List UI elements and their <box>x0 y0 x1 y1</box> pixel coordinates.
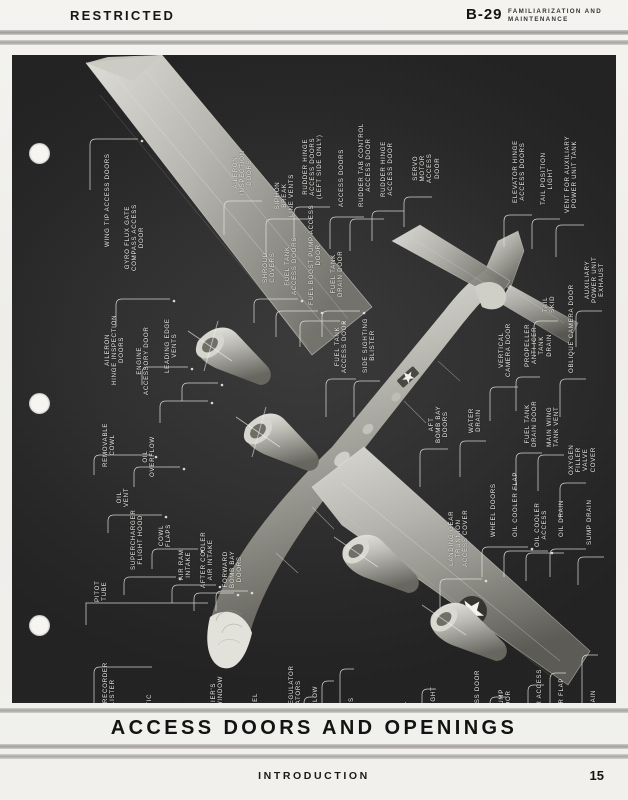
callout-oblique-camera-door: OBLIQUE CAMERA DOOR <box>568 284 575 373</box>
callout-leading-edge-vents: LEADING EDGE VENTS <box>164 318 179 373</box>
callout-engine-accessory-door: ENGINE ACCESSORY DOOR <box>136 326 151 395</box>
callout-oil-cooler-access-lower: OIL COOLER ACCESS <box>536 669 543 703</box>
binder-hole-punch <box>29 615 50 636</box>
callout-removable-cowl: REMOVABLE COWL <box>102 422 117 467</box>
callout-aileron-hinge-inspection-doors: AILERON HINGE INSPECTION DOORS <box>104 314 126 385</box>
callout-aft-bomb-bay-doors: AFT BOMB BAY DOORS <box>428 405 450 443</box>
manual-title-label: FAMILIARIZATION AND MAINTENANCE <box>508 8 603 23</box>
callout-drift-flare-chute: DRIFT FLARE CHUTE <box>164 702 186 703</box>
callout-fuel-tank-drain-door-left: FUEL TANK DRAIN DOOR <box>330 250 345 297</box>
callout-bombardiers-sighting-window: BOMBARDIER'S SIGHTING WINDOW <box>210 676 224 703</box>
header-rule-lower <box>0 40 628 45</box>
callout-fuel-tank-access-doors: FUEL TANK ACCESS DOORS <box>284 236 299 295</box>
header-rule-upper <box>0 30 628 35</box>
binder-hole-punch <box>29 143 50 164</box>
callout-sump-drain: SUMP DRAIN <box>586 499 593 545</box>
callout-oil-cooler-flap-upper: OIL COOLER FLAP <box>512 471 519 537</box>
callout-wheel-doors: WHEEL DOORS <box>490 483 497 537</box>
callout-oil-vent-left: OIL VENT <box>116 487 131 507</box>
callout-main-wing-tank-vent: MAIN WING TANK VENT <box>546 406 561 448</box>
callout-fuel-tank-drain-door-right: FUEL TANK DRAIN DOOR <box>524 400 539 447</box>
callout-fuel-tank-access-door-center: FUEL TANK ACCESS DOOR <box>334 319 349 373</box>
callout-access-doors-top: ACCESS DOORS <box>338 148 345 207</box>
callout-air-ram-intake: AIR RAM INTAKE <box>178 549 193 580</box>
callout-landing-gear-trunnion-access: LANDING GEAR TRUNNION ACCESS COVER <box>448 509 470 567</box>
callout-tail-position-light: TAIL POSITION LIGHT <box>540 152 555 205</box>
callout-pitot-tube: PITOT TUBE <box>94 580 109 602</box>
b29-aircraft-illustration <box>12 55 616 703</box>
callout-rudder-hinge-access-door: RUDDER HINGE ACCESS DOOR <box>380 140 395 197</box>
callout-oil-tank-sump-access-door: OIL TANK SUMP ACCESS DOOR <box>498 689 512 703</box>
section-label: INTRODUCTION <box>258 770 370 782</box>
callout-oil-cooler-access-upper: OIL COOLER ACCESS <box>534 502 549 547</box>
callout-drift-recorder-blister: DRIFT RECORDER BLISTER <box>102 662 117 703</box>
callout-forward-bomb-bay-doors: FORWARD BOMB BAY DOORS <box>222 550 244 588</box>
page-number: 15 <box>589 768 604 783</box>
callout-water-drain: WATER DRAIN <box>468 407 483 433</box>
callout-pitot-static-holes: PITOT-STATIC HOLES <box>146 694 160 703</box>
callout-oil-cooler-flap-lower: OIL COOLER FLAP <box>558 678 565 703</box>
callout-vent-for-auxiliary-power-unit-tank: VENT FOR AUXILIARY POWER UNIT TANK <box>564 135 579 213</box>
callout-siphon-break-line-vents: SIPHON BREAK LINE VENTS <box>274 173 296 217</box>
aircraft-model-label: B-29 <box>466 6 503 23</box>
callout-gyro-flux-gate-compass-access: GYRO FLUX GATE COMPASS ACCESS DOOR <box>124 204 146 271</box>
callout-rudder-tab-control-access-door: RUDDER TAB CONTROL ACCESS DOOR <box>358 122 373 207</box>
callout-aileron-inspection-doors: AILERON INSPECTION DOORS <box>232 150 254 195</box>
page-header: RESTRICTED B-29 FAMILIARIZATION AND MAIN… <box>0 0 628 30</box>
callout-wing-tip-access-doors: WING TIP ACCESS DOORS <box>104 153 111 247</box>
classification-marking: RESTRICTED <box>70 8 176 23</box>
callout-oxygen-filler-valve-cover: OXYGEN FILLER VALVE COVER <box>568 444 597 475</box>
callout-side-sighting-blister: SIDE SIGHTING BLISTER <box>362 317 377 373</box>
callout-fuel-boost-pump-access-door: FUEL BOOST PUMP ACCESS DOOR <box>308 204 323 305</box>
callout-auxiliary-power-unit-exhaust: AUXILIARY POWER UNIT EXHAUST <box>584 256 606 303</box>
callout-rudder-hinge-access-doors-left: RUDDER HINGE ACCESS DOORS (LEFT SIDE ONL… <box>302 134 324 199</box>
callout-oil-overflow-lower: OIL OVERFLOW <box>312 686 319 703</box>
callout-landing-light: LANDING LIGHT <box>430 687 437 703</box>
binder-hole-punch <box>29 393 50 414</box>
footer-rule <box>0 754 628 759</box>
callout-elevator-hinge-access-doors: ELEVATOR HINGE ACCESS DOORS <box>512 140 527 203</box>
callout-oil-drain-upper: OIL DRAIN <box>558 500 565 537</box>
figure-photo-panel: WING TIP ACCESS DOORS GYRO FLUX GATE COMP… <box>12 55 616 703</box>
figure-caption: ACCESS DOORS AND OPENINGS <box>110 717 518 739</box>
callout-tail-skid: TAIL SKID <box>542 295 557 313</box>
callout-nose-wheel-door: NOSE WHEEL DOOR <box>252 693 266 703</box>
callout-cowl-flaps: COWL FLAPS <box>158 523 173 547</box>
caption-rule-top <box>0 708 628 713</box>
callout-voltage-regulator-ventilators: VOLTAGE REGULATOR VENTILATORS <box>288 665 302 703</box>
callout-wing-panel-bolt-access-covers: WING PANEL BOLT ACCESS COVERS <box>398 701 427 703</box>
callout-duct-access-door: DUCT ACCESS DOOR <box>474 670 481 703</box>
leader-line-network <box>85 138 604 703</box>
callout-propeller-anti-icer-tank-drain: PROPELLER ANTI-ICER TANK DRAIN <box>524 323 553 367</box>
callout-after-cooler-air-intake: AFTER COOLER AIR INTAKE <box>200 531 215 588</box>
callout-servo-motor-access-door: SERVO MOTOR ACCESS DOOR <box>412 153 441 183</box>
callout-oil-overflow-upper: OIL OVERFLOW <box>142 436 157 477</box>
caption-rule-bottom <box>0 744 628 749</box>
callout-shroud-covers: SHROUD COVERS <box>262 252 277 283</box>
callout-oil-drain-lower: OIL DRAIN <box>590 690 597 703</box>
callout-supercharger-flight-hood: SUPERCHARGER FLIGHT HOOD <box>130 509 145 570</box>
callout-vertical-camera-door: VERTICAL CAMERA DOOR <box>498 323 513 377</box>
